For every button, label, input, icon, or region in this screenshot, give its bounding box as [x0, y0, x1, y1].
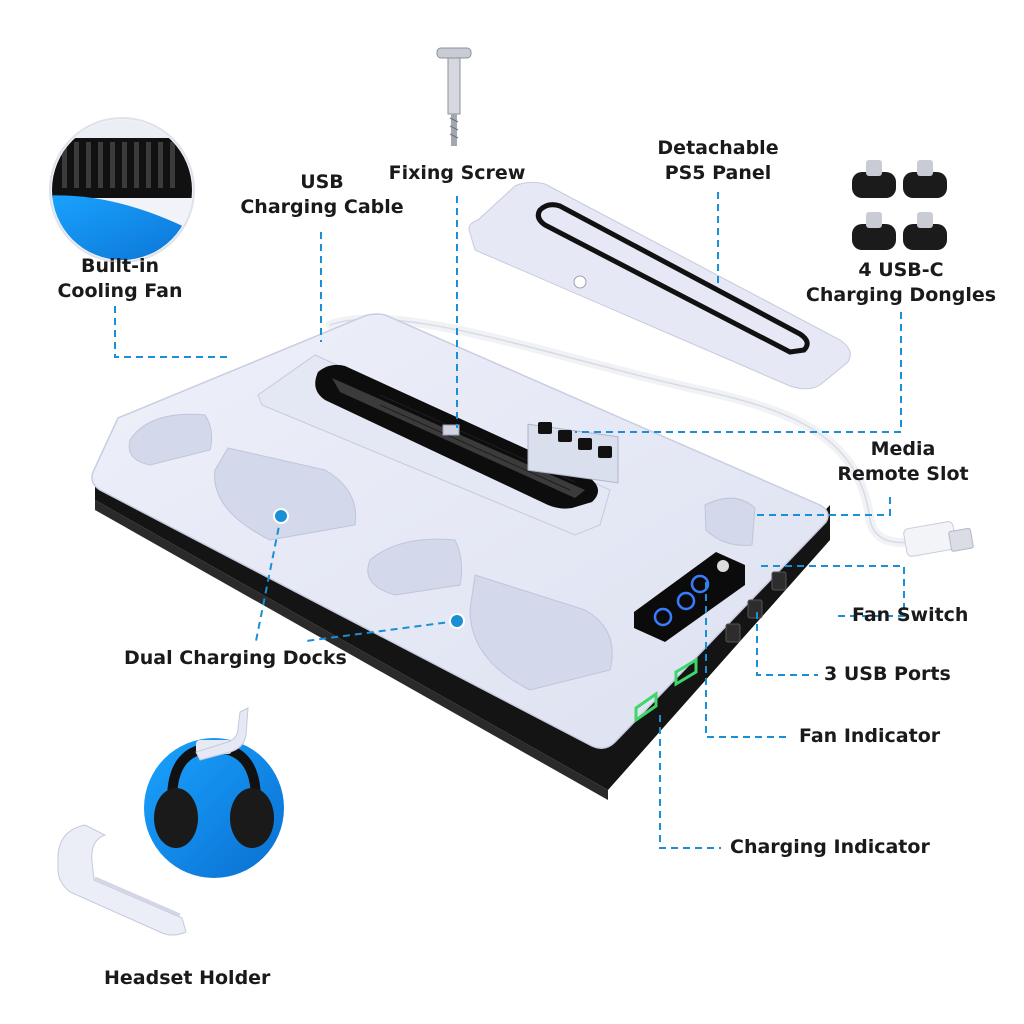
headset-zoom: [144, 738, 284, 878]
detachable-ps5-panel: [468, 181, 851, 390]
label-headset-holder: Headset Holder: [104, 967, 271, 989]
dock-marker-left: [273, 508, 289, 524]
fixing-screw: [436, 47, 472, 146]
headset-holder: [57, 824, 187, 936]
label-detachable-ps5-panel: Detachable PS5 Panel: [657, 137, 779, 184]
headset-holder-hook: [195, 707, 249, 761]
station-top: [91, 313, 829, 749]
charging-indicator-leds: [634, 657, 698, 723]
charging-dock-right: [367, 538, 613, 691]
label-usb-charging-cable: USB Charging Cable: [240, 171, 404, 218]
label-usb-ports: 3 USB Ports: [824, 663, 951, 685]
label-fixing-screw: Fixing Screw: [388, 162, 526, 184]
center-mount: [257, 354, 611, 536]
leader-lines: [114, 192, 905, 849]
cooling-fan-zoom: [49, 117, 195, 263]
control-panel: [634, 552, 745, 642]
label-fan-switch: Fan Switch: [852, 604, 969, 626]
usb-ports: [725, 571, 787, 643]
usbc-dongles: [852, 160, 947, 250]
label-fan-indicator: Fan Indicator: [799, 725, 941, 747]
label-usbc-charging-dongles: 4 USB-C Charging Dongles: [805, 259, 997, 306]
label-charging-indicator: Charging Indicator: [730, 836, 930, 858]
label-dual-charging-docks: Dual Charging Docks: [124, 647, 347, 669]
media-remote-slot: [527, 422, 619, 484]
label-built-in-cooling-fan: Built-in Cooling Fan: [57, 255, 183, 302]
label-media-remote-slot: Media Remote Slot: [837, 438, 969, 485]
charging-dock-left: [128, 413, 357, 541]
usb-cable: [325, 314, 974, 557]
dock-marker-right: [449, 613, 465, 629]
